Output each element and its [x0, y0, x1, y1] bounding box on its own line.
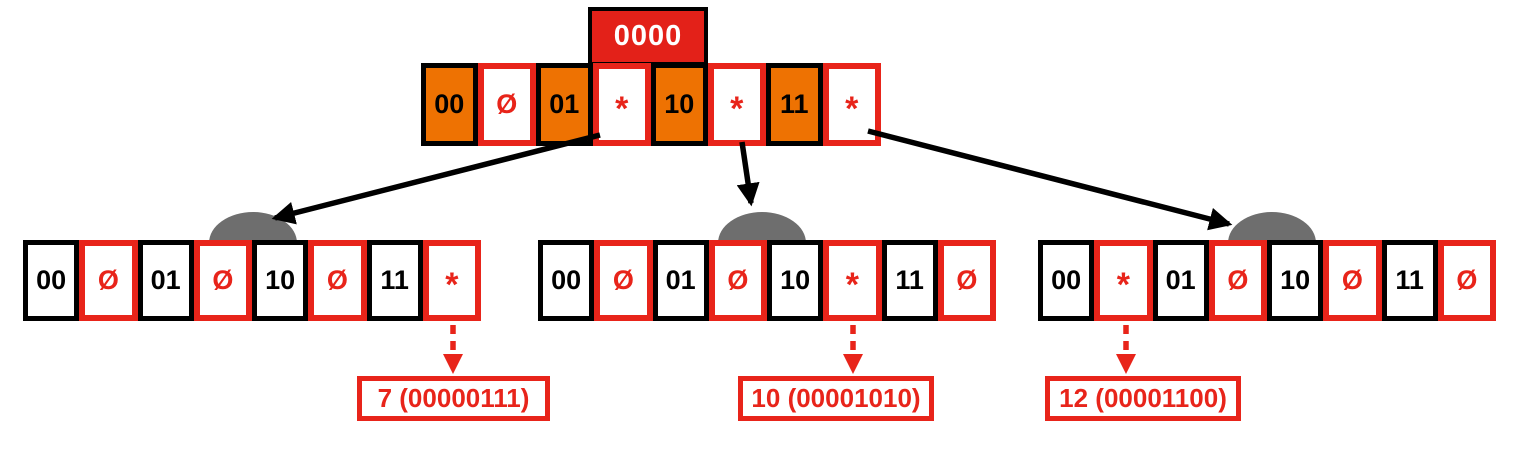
child-right-slot-key-11: 11: [1381, 240, 1438, 321]
child-right-slot-empty-0: Ø: [1208, 240, 1267, 321]
slot-label: 01: [150, 265, 181, 295]
child-left-slot-key-01: 01: [137, 240, 194, 321]
empty-set-icon: Ø: [1227, 265, 1249, 295]
child-middle-slot-empty-2: Ø: [937, 240, 996, 321]
root-slot-pointer-1: *: [707, 63, 766, 146]
node-entry-arc-left: [209, 212, 297, 243]
root-slot-pointer-2: *: [822, 63, 881, 146]
slot-label: 11: [895, 265, 924, 295]
pointer-star-icon: *: [445, 266, 459, 304]
pointer-star-icon: *: [1116, 266, 1130, 304]
slot-label: 11: [380, 265, 409, 295]
empty-set-icon: Ø: [612, 265, 634, 295]
child-middle-slot-key-01: 01: [652, 240, 709, 321]
child-middle-slot-empty-0: Ø: [594, 240, 653, 321]
dashed-arrowhead-middle: [843, 354, 863, 374]
empty-set-icon: Ø: [1341, 265, 1363, 295]
slot-label: 10: [664, 89, 695, 119]
slot-label: 11: [1395, 265, 1424, 295]
child-node-right: 00 * 01 Ø 10 Ø 11 Ø: [1038, 240, 1496, 321]
dashed-arrowhead-right: [1116, 354, 1136, 374]
child-left-slot-key-11: 11: [366, 240, 423, 321]
child-left-slot-empty-0: Ø: [79, 240, 138, 321]
child-right-slot-key-10: 10: [1267, 240, 1324, 321]
child-middle-slot-empty-1: Ø: [708, 240, 767, 321]
empty-set-icon: Ø: [326, 265, 348, 295]
child-node-left: 00 Ø 01 Ø 10 Ø 11 *: [23, 240, 481, 321]
child-left-slot-empty-1: Ø: [193, 240, 252, 321]
child-right-slot-pointer: *: [1094, 240, 1153, 321]
slot-label: 00: [434, 89, 465, 119]
root-slot-key-00: 00: [421, 63, 478, 146]
slot-label: 10: [265, 265, 296, 295]
child-right-slot-empty-1: Ø: [1323, 240, 1382, 321]
empty-set-icon: Ø: [212, 265, 234, 295]
slot-label: 10: [1280, 265, 1311, 295]
arrow-root-to-middle-child: [736, 141, 760, 207]
child-right-slot-key-00: 00: [1038, 240, 1095, 321]
root-prefix-label: 0000: [613, 20, 683, 52]
child-right-slot-empty-2: Ø: [1437, 240, 1496, 321]
pointer-star-icon: *: [845, 266, 859, 304]
pointer-star-icon: *: [730, 90, 744, 128]
leaf-value-right: 12 (00001100): [1045, 376, 1241, 421]
slot-label: 00: [36, 265, 67, 295]
child-middle-slot-pointer: *: [823, 240, 882, 321]
child-middle-slot-key-00: 00: [538, 240, 595, 321]
root-slot-pointer-0: *: [592, 63, 651, 146]
slot-label: 00: [1051, 265, 1082, 295]
leaf-value-label: 12 (00001100): [1059, 383, 1227, 413]
child-left-slot-key-10: 10: [252, 240, 309, 321]
empty-set-icon: Ø: [956, 265, 978, 295]
root-slot-key-11: 11: [766, 63, 823, 146]
empty-set-icon: Ø: [727, 265, 749, 295]
child-left-slot-empty-2: Ø: [308, 240, 367, 321]
empty-set-icon: Ø: [496, 89, 518, 119]
slot-label: 00: [551, 265, 582, 295]
slot-label: 01: [1165, 265, 1196, 295]
leaf-value-label: 10 (00001010): [751, 383, 921, 413]
root-prefix-box: 0000: [588, 7, 708, 66]
node-entry-arc-right: [1228, 212, 1316, 243]
slot-label: 11: [779, 89, 809, 119]
leaf-value-middle: 10 (00001010): [738, 376, 934, 421]
root-slot-empty-0: Ø: [477, 63, 536, 146]
empty-set-icon: Ø: [97, 265, 119, 295]
slot-label: 01: [665, 265, 696, 295]
leaf-value-left: 7 (00000111): [357, 376, 550, 421]
child-middle-slot-key-11: 11: [881, 240, 938, 321]
root-node-row: 00 Ø 01 * 10 * 11 *: [421, 63, 881, 146]
slot-label: 01: [549, 89, 580, 119]
pointer-star-icon: *: [845, 90, 859, 128]
node-entry-arc-middle: [718, 212, 806, 243]
child-node-middle: 00 Ø 01 Ø 10 * 11 Ø: [538, 240, 996, 321]
arrow-root-to-left-child: [271, 132, 601, 225]
slot-label: 10: [780, 265, 811, 295]
child-left-slot-key-00: 00: [23, 240, 80, 321]
child-middle-slot-key-10: 10: [767, 240, 824, 321]
arrow-root-to-right-child: [867, 128, 1233, 231]
empty-set-icon: Ø: [1456, 265, 1478, 295]
child-right-slot-key-01: 01: [1152, 240, 1209, 321]
root-slot-key-01: 01: [536, 63, 593, 146]
root-slot-key-10: 10: [651, 63, 708, 146]
dashed-arrowhead-left: [443, 354, 463, 374]
child-left-slot-pointer: *: [422, 240, 481, 321]
leaf-value-label: 7 (00000111): [377, 383, 530, 413]
pointer-star-icon: *: [615, 90, 629, 128]
